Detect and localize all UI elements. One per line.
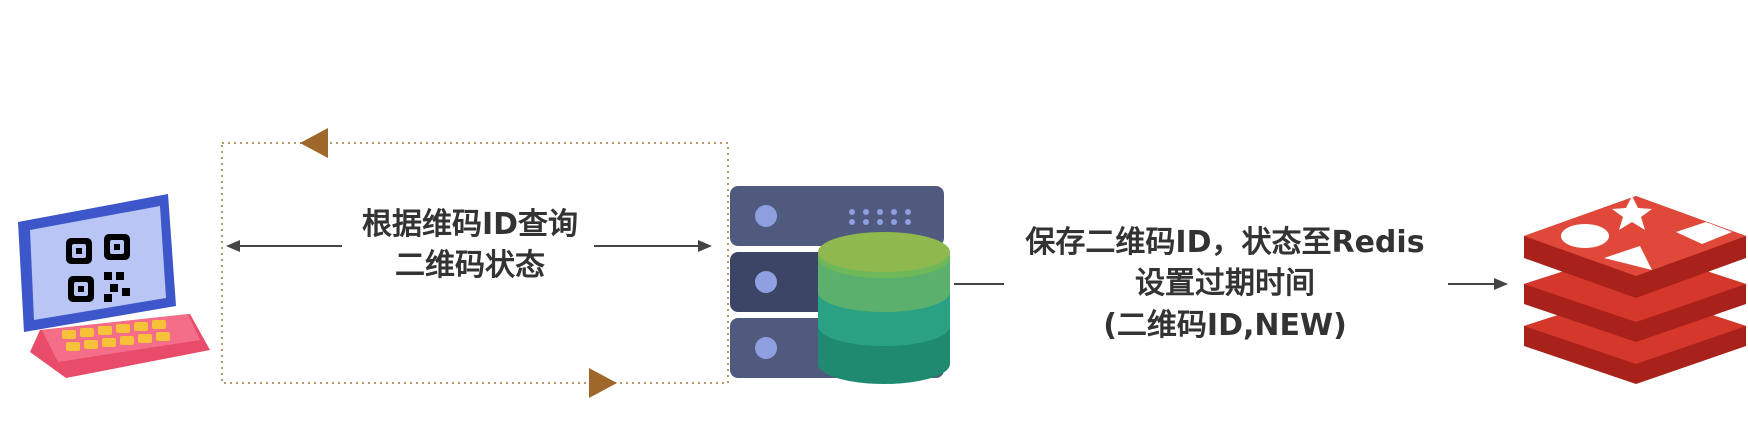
loop-arrowhead-bottom [589,368,617,398]
to-redis-arrow [1448,278,1508,290]
server-database-icon [730,186,950,384]
query-label-line2: 二维码状态 [395,248,545,284]
redis-icon [1524,196,1746,384]
query-label: 根据维码ID查询 二维码状态 [322,204,618,287]
dotted-loop-box [221,142,729,384]
save-label-line1: 保存二维码ID，状态至Redis [1025,225,1425,260]
loop-arrowhead-top [300,128,328,158]
save-label-line2: 设置过期时间 [1135,266,1315,302]
laptop-qr-code-icon [18,194,210,378]
query-label-line1: 根据维码ID查询 [361,207,579,242]
save-label: 保存二维码ID，状态至Redis 设置过期时间 (二维码ID,NEW) [990,222,1460,346]
query-double-arrow [226,240,712,252]
save-label-line3: (二维码ID,NEW) [1103,307,1347,343]
